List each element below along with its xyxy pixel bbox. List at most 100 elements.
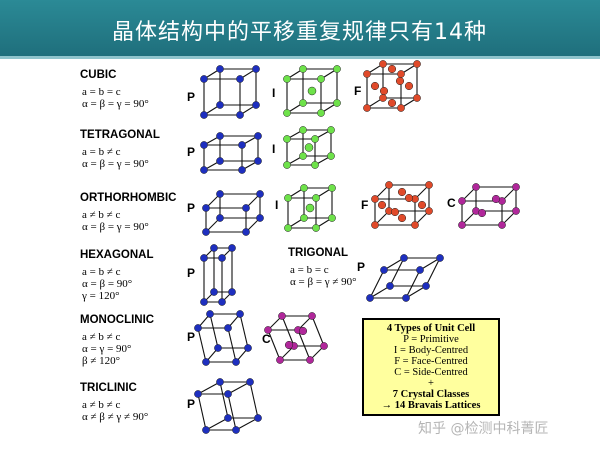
- atom: [200, 111, 208, 119]
- atom: [422, 282, 430, 290]
- cell-edge: [369, 285, 391, 299]
- system-param: α = β = γ = 90°: [82, 98, 149, 110]
- atom: [224, 390, 232, 398]
- atom: [218, 298, 226, 306]
- atom: [491, 194, 501, 204]
- lattice-label-i: I: [272, 86, 276, 100]
- atom: [218, 254, 226, 262]
- atom: [305, 203, 315, 213]
- atom: [472, 183, 480, 191]
- atom: [283, 109, 291, 117]
- atom: [370, 81, 380, 91]
- system-name-monoclinic: MONOCLINIC: [80, 314, 155, 326]
- cell-edge: [281, 315, 295, 347]
- atom: [458, 221, 466, 229]
- atom: [300, 214, 308, 222]
- atom: [498, 221, 506, 229]
- atom: [307, 86, 317, 96]
- atom: [404, 193, 414, 203]
- cell-edge: [227, 393, 237, 431]
- system-param: a ≠ b ≠ c: [82, 331, 121, 343]
- atom: [232, 426, 240, 434]
- atom: [395, 76, 405, 86]
- legend-title: 4 Types of Unit Cell: [386, 323, 476, 334]
- atom: [413, 60, 421, 68]
- atom: [200, 75, 208, 83]
- atom: [333, 99, 341, 107]
- lattice-label-i: I: [272, 142, 276, 156]
- atom: [417, 200, 427, 210]
- atom: [311, 135, 319, 143]
- legend-crystal-classes: 7 Crystal Classes: [392, 389, 470, 400]
- unit-cell-legend-box: 4 Types of Unit Cell P = Primitive I = B…: [362, 318, 500, 416]
- lattice-label-p: P: [187, 145, 196, 159]
- atom: [379, 94, 387, 102]
- atom: [236, 111, 244, 119]
- system-param: a ≠ b ≠ c: [82, 209, 121, 221]
- atom: [385, 181, 393, 189]
- atom: [194, 390, 202, 398]
- cell-edge: [239, 313, 249, 349]
- legend-primitive: P = Primitive: [403, 334, 459, 345]
- atom: [390, 207, 400, 217]
- system-name-trigonal: TRIGONAL: [288, 247, 349, 259]
- atom: [200, 254, 208, 262]
- atom: [244, 344, 252, 352]
- atom: [228, 288, 236, 296]
- atom: [216, 101, 224, 109]
- atom: [379, 60, 387, 68]
- legend-body-centred: I = Body-Centred: [393, 345, 469, 356]
- system-param: α = γ = 90°: [82, 343, 132, 355]
- atom: [256, 190, 264, 198]
- atom: [328, 214, 336, 222]
- lattice-label-f: F: [361, 198, 369, 212]
- atom: [411, 221, 419, 229]
- atom: [304, 143, 314, 152]
- atom: [210, 288, 218, 296]
- atom: [300, 184, 308, 192]
- atom: [216, 132, 224, 140]
- legend-bravais: → 14 Bravais Lattices: [381, 400, 481, 411]
- atom: [512, 183, 520, 191]
- system-name-cubic: CUBIC: [80, 69, 117, 81]
- atom: [317, 75, 325, 83]
- atom: [256, 214, 264, 222]
- lattice-label-p: P: [187, 330, 196, 344]
- atom: [366, 294, 374, 302]
- atom: [202, 204, 210, 212]
- atom: [377, 200, 387, 210]
- atom: [317, 109, 325, 117]
- system-param: α = β = γ ≠ 90°: [290, 276, 357, 288]
- atom: [264, 326, 272, 334]
- atom: [210, 244, 218, 252]
- cell-edge: [197, 327, 207, 363]
- atom: [333, 65, 341, 73]
- cell-edge: [205, 417, 229, 431]
- atom: [298, 326, 308, 336]
- atom: [387, 98, 397, 108]
- atom: [397, 213, 407, 223]
- atom: [200, 166, 208, 174]
- lattice-label-p: P: [357, 260, 366, 274]
- cell-edge: [405, 269, 421, 299]
- atom: [216, 378, 224, 386]
- lattice-label-f: F: [354, 84, 362, 98]
- atom: [214, 344, 222, 352]
- atom: [278, 312, 286, 320]
- lattice-label-i: I: [275, 198, 279, 212]
- cell-edge: [297, 329, 311, 361]
- cell-edge: [209, 313, 219, 349]
- atom: [236, 75, 244, 83]
- system-param: a = b = c: [290, 264, 329, 276]
- system-param: α = β = 90°: [82, 278, 133, 290]
- atom: [284, 340, 294, 350]
- atom: [299, 99, 307, 107]
- system-param: a = b = c: [82, 86, 121, 98]
- atom: [206, 310, 214, 318]
- atom: [238, 166, 246, 174]
- atom: [194, 324, 202, 332]
- atom: [254, 132, 262, 140]
- atom: [308, 312, 316, 320]
- cell-edge: [227, 381, 251, 395]
